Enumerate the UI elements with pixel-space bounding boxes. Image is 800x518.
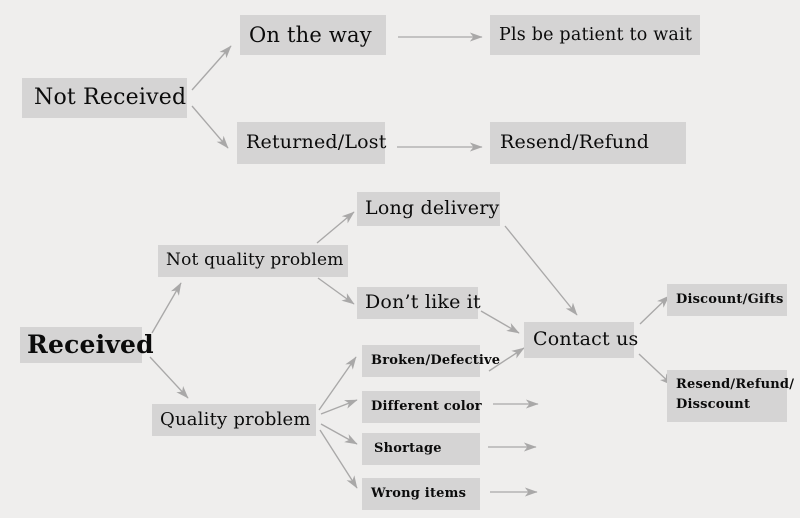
node-received[interactable]: Received [20,327,154,363]
node-resend-refund-disscount-line1: Resend/Refund/ [676,377,795,392]
arrow-received-quality [149,356,189,399]
arrow-notreceived-returnedlost [191,105,229,149]
node-pls-be-patient-to-wait[interactable]: Pls be patient to wait [490,15,700,55]
node-not-quality-problem[interactable]: Not quality problem [158,245,348,277]
arrow-quality-differentcolor [320,399,358,415]
node-shortage[interactable]: Shortage [362,433,480,465]
node-not-received[interactable]: Not Received [22,78,187,118]
node-returned-lost[interactable]: Returned/Lost [237,122,386,164]
node-discount-gifts[interactable]: Discount/Gifts [667,284,787,316]
node-dont-like-it[interactable]: Don’t like it [357,287,481,319]
node-different-color[interactable]: Different color [362,391,482,423]
node-quality-problem[interactable]: Quality problem [152,404,316,436]
arrow-notreceived-ontheway [191,45,232,91]
arrow-received-notquality [151,282,182,334]
arrow-notquality-longdelivery [316,211,355,244]
arrow-dontlike-contactus [480,310,520,334]
arrow-quality-wrongitems [319,429,358,489]
node-resend-refund-disscount-line2: Disscount [676,397,751,413]
node-resend-refund-disscount[interactable]: Resend/Refund/ Disscount [667,370,795,422]
arrow-longdelivery-contactus [504,225,578,316]
node-resend-refund[interactable]: Resend/Refund [490,122,686,164]
node-on-the-way[interactable]: On the way [240,15,386,55]
node-contact-us[interactable]: Contact us [524,322,638,358]
arrow-quality-broken [318,356,357,411]
node-wrong-items[interactable]: Wrong items [362,478,480,510]
node-broken-defective[interactable]: Broken/Defective [362,345,500,377]
arrow-contactus-discountgifts [639,295,670,325]
node-long-delivery[interactable]: Long delivery [357,192,500,226]
arrow-quality-shortage [320,423,358,445]
arrow-notquality-dontlike [317,277,355,305]
